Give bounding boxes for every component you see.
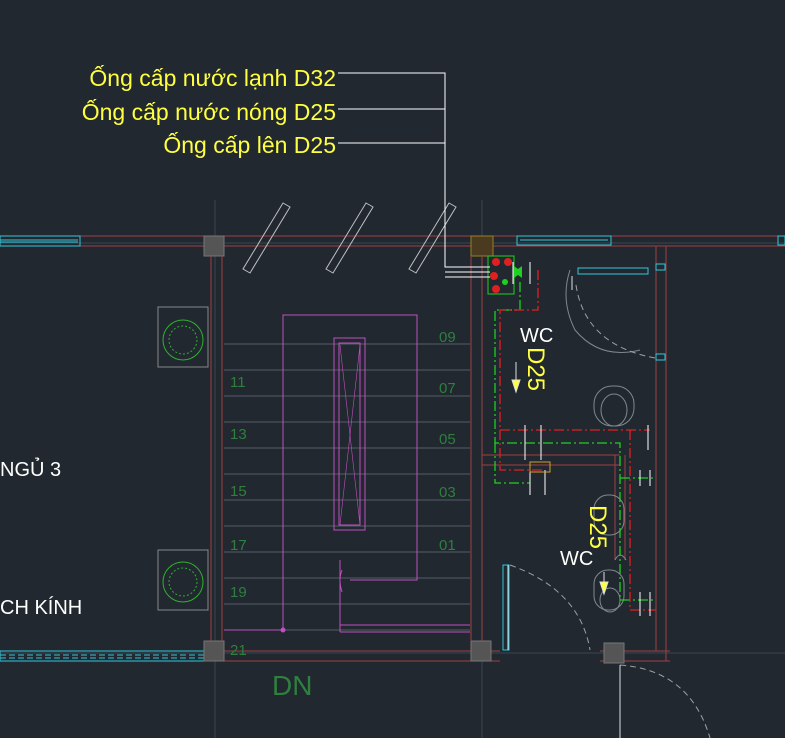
diagonal-windows	[242, 202, 457, 274]
step-label: 05	[439, 431, 456, 448]
step-label: 13	[230, 426, 247, 443]
stair-numbers-left: 11 13 15 17 19 21	[230, 374, 247, 659]
step-label: 15	[230, 483, 247, 500]
step-label: 21	[230, 642, 247, 659]
step-label: 11	[230, 374, 246, 391]
vent-fan-upper	[157, 306, 209, 368]
step-label: 09	[439, 329, 456, 346]
wall-stair-right	[470, 256, 483, 641]
stair-outline	[224, 314, 470, 633]
legend-cold-pipe: Ống cấp nước lạnh D32	[89, 64, 336, 91]
room-wc-lower-label: WC	[560, 548, 593, 570]
window-wc-top	[516, 235, 612, 246]
step-label: 17	[230, 537, 247, 554]
step-label: 01	[439, 537, 456, 554]
window-top-right	[777, 235, 785, 246]
wall-stair-left	[210, 256, 223, 641]
pipe-size-upper: D25	[522, 347, 549, 391]
legend-leaders	[338, 72, 490, 278]
step-label: 03	[439, 484, 456, 501]
pipe-size-lower: D25	[584, 505, 611, 549]
step-label: 19	[230, 584, 247, 601]
flow-arrows	[511, 362, 609, 596]
room-wc-upper-label: WC	[520, 325, 553, 347]
step-label: 07	[439, 380, 456, 397]
wc-fixtures	[565, 269, 641, 613]
stair-numbers-right: 09 07 05 03 01	[439, 329, 456, 554]
wall-top	[0, 235, 785, 247]
stair-center-x	[339, 344, 361, 526]
room-glass-label: CH KÍNH	[0, 596, 82, 619]
columns	[203, 235, 625, 664]
legend-hot-pipe: Ống cấp nước nóng D25	[82, 98, 336, 125]
room-bedroom-label: NGỦ 3	[0, 457, 61, 481]
vent-fan-lower	[157, 549, 209, 611]
wall-wc	[482, 246, 667, 661]
stair-treads	[224, 343, 470, 631]
pipe-hot-red	[499, 270, 656, 611]
legend-riser-pipe: Ống cấp lên D25	[163, 131, 336, 158]
pipe-fittings	[512, 262, 651, 616]
valve-cluster	[487, 255, 551, 473]
window-top-left	[0, 235, 81, 247]
stair-direction: DN	[272, 670, 312, 701]
door-leaves	[507, 276, 621, 738]
door-swings	[509, 284, 711, 738]
grid-lines	[0, 200, 785, 738]
wall-wc-cyan	[502, 263, 666, 651]
